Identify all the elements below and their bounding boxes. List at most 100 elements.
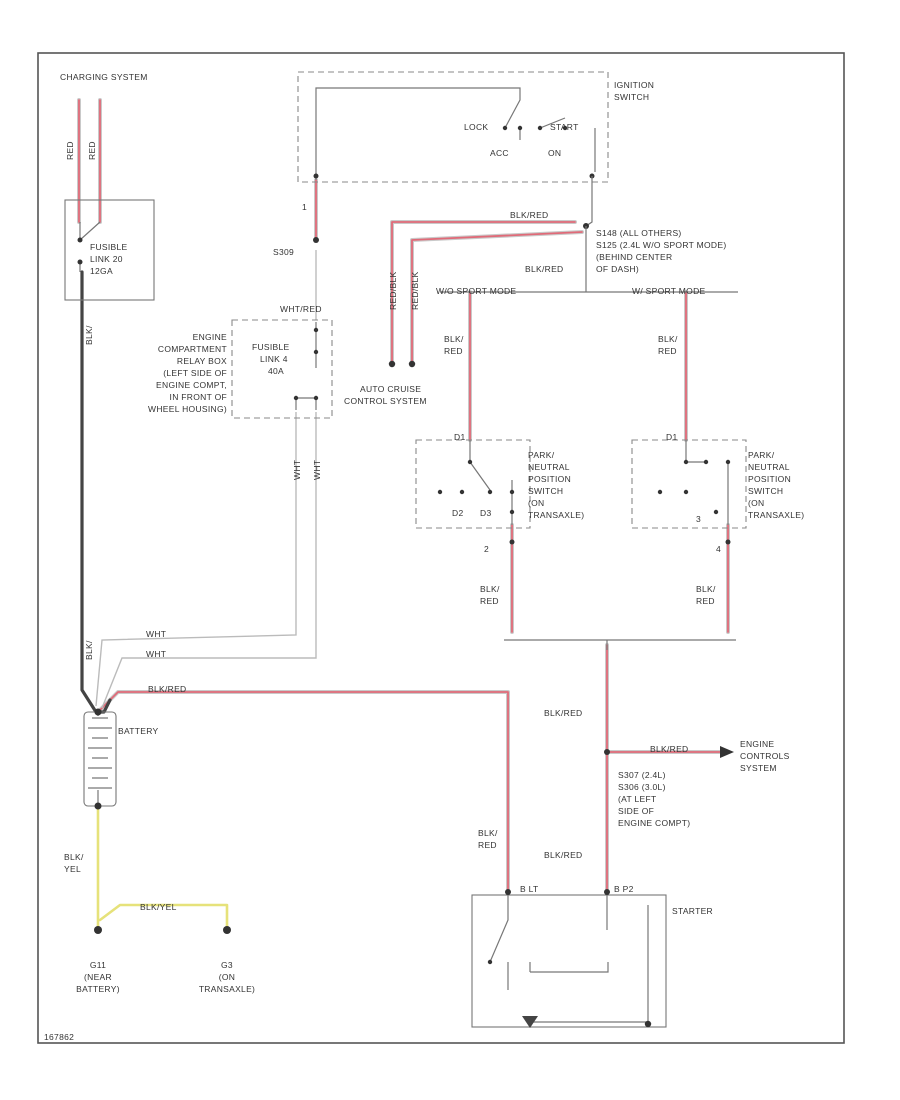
battery-neg-terminal (94, 802, 102, 810)
label-blk-yel-stack-1: BLK/ (64, 852, 84, 862)
label-blk-red-left-2: RED (444, 346, 463, 356)
label-blk-red-right-2: RED (658, 346, 677, 356)
label-w-sport-mode: W/ SPORT MODE (632, 286, 706, 296)
pnp-right-out-terminal (725, 539, 731, 545)
starter-terminal-b (505, 889, 511, 895)
label-red-blk-a: RED/BLK (388, 271, 398, 310)
label-wo-sport-mode: W/O SPORT MODE (436, 286, 516, 296)
label-blk-red-pnp-left-2: RED (480, 596, 499, 606)
label-wht-c: WHT (146, 629, 166, 639)
label-g11-2: (NEAR (84, 972, 112, 982)
label-blk-red-engine-controls: BLK/RED (650, 744, 688, 754)
label-fusible-link-20-3: 12GA (90, 266, 113, 276)
label-battery: BATTERY (118, 726, 159, 736)
label-blk-red-mid: BLK/RED (525, 264, 563, 274)
label-s307-1: S307 (2.4L) (618, 770, 666, 780)
wire-auto-cruise-1 (391, 221, 576, 363)
battery-housing (83, 711, 117, 807)
label-pnp-right-5: (ON (748, 498, 764, 508)
label-s148-1: S148 (ALL OTHERS) (596, 228, 682, 238)
label-wht-a: WHT (292, 460, 302, 480)
label-on: ON (548, 148, 561, 158)
label-blk-red-starter-feed: BLK/RED (544, 708, 582, 718)
pnp-combine-bus (504, 639, 736, 650)
label-blk-red-right-1: BLK/ (658, 334, 678, 344)
ign-output (585, 176, 593, 227)
label-charging-system: CHARGING SYSTEM (60, 72, 148, 82)
label-relay-box-4: (LEFT SIDE OF (163, 368, 227, 378)
label-pnp-right-1: PARK/ (748, 450, 775, 460)
relay-box (231, 319, 333, 419)
pnp-right-c1 (683, 459, 689, 465)
wire-auto-cruise-2 (411, 231, 583, 363)
label-acc: ACC (490, 148, 509, 158)
label-relay-box-7: WHEEL HOUSING) (148, 404, 227, 414)
label-fusible-link-4-2: LINK 4 (260, 354, 288, 364)
labels: CHARGING SYSTEM RED RED FUSIBLE LINK 20 … (44, 72, 804, 1042)
diagram-frame (37, 52, 845, 1044)
label-fusible-link-4-1: FUSIBLE (252, 342, 290, 352)
pnp-left-c1 (467, 459, 473, 465)
pnp-right-c5 (683, 489, 689, 495)
label-blk-yel-stack-2: YEL (64, 864, 81, 874)
fuse4-terminal-2 (313, 349, 319, 355)
label-b-lt: B LT (520, 884, 539, 894)
label-pnp-right-3: POSITION (748, 474, 791, 484)
yellow-wires (96, 806, 229, 932)
ign-contact-3 (537, 125, 543, 131)
fuse4-terminal-1 (313, 327, 319, 333)
pnp-right-c3 (725, 459, 731, 465)
pnp-switch-right-box (631, 439, 747, 529)
label-wht-d: WHT (146, 649, 166, 659)
label-s307-4: SIDE OF (618, 806, 654, 816)
pnp-switch-left-box (415, 439, 531, 529)
pnp-right-c6 (713, 509, 719, 515)
pnp-left-c3 (459, 489, 465, 495)
starter-internals (489, 895, 649, 1023)
label-starter: STARTER (672, 906, 713, 916)
wire-white-2 (101, 412, 317, 709)
fuse4-terminal-4 (313, 395, 319, 401)
label-s309: S309 (273, 247, 294, 257)
label-relay-box-5: ENGINE COMPT, (156, 380, 227, 390)
splice-s309 (313, 237, 319, 243)
label-ignition-switch-1: IGNITION (614, 80, 654, 90)
fuse4-terminal-3 (293, 395, 299, 401)
label-pin-3-right: 3 (696, 514, 701, 524)
fuse20-terminal-2 (77, 259, 83, 265)
label-pin-4-right: 4 (716, 544, 721, 554)
fuse20-terminal-1 (77, 237, 83, 243)
label-relay-box-3: RELAY BOX (177, 356, 227, 366)
fusible-link-4-element (295, 322, 317, 410)
ground-g11 (94, 926, 102, 934)
label-footer-code: 167862 (44, 1032, 74, 1042)
label-red-blk-b: RED/BLK (410, 271, 420, 310)
label-blk-red-battery: BLK/RED (148, 684, 186, 694)
pnp-right-c4 (657, 489, 663, 495)
label-s148-4: OF DASH) (596, 264, 639, 274)
ign-contact-1 (502, 125, 508, 131)
label-fusible-link-4-3: 40A (268, 366, 284, 376)
label-s307-5: ENGINE COMPT) (618, 818, 690, 828)
label-pnp-right-6: TRANSAXLE) (748, 510, 804, 520)
sport-mode-bus (440, 226, 738, 293)
engine-controls-arrow (720, 746, 734, 758)
label-pnp-left-6: TRANSAXLE) (528, 510, 584, 520)
label-red-a: RED (65, 141, 75, 160)
label-engine-controls-1: ENGINE (740, 739, 774, 749)
label-blk-red-pnp-right-2: RED (696, 596, 715, 606)
label-engine-controls-2: CONTROLS (740, 751, 790, 761)
label-g11-3: BATTERY) (76, 984, 120, 994)
starter-internal-dot (487, 959, 493, 965)
label-wht-b: WHT (312, 460, 322, 480)
label-pin-d3-left: D3 (480, 508, 491, 518)
label-pnp-left-3: POSITION (528, 474, 571, 484)
label-relay-box-1: ENGINE (193, 332, 227, 342)
pnp-left-c2 (437, 489, 443, 495)
wire-battery-starter (97, 691, 509, 893)
label-pin-d1-right: D1 (666, 432, 677, 442)
label-lock: LOCK (464, 122, 488, 132)
label-g11-1: G11 (90, 960, 106, 970)
label-blk-yel: BLK/YEL (140, 902, 177, 912)
label-blk-red-starter-right: BLK/RED (544, 850, 582, 860)
